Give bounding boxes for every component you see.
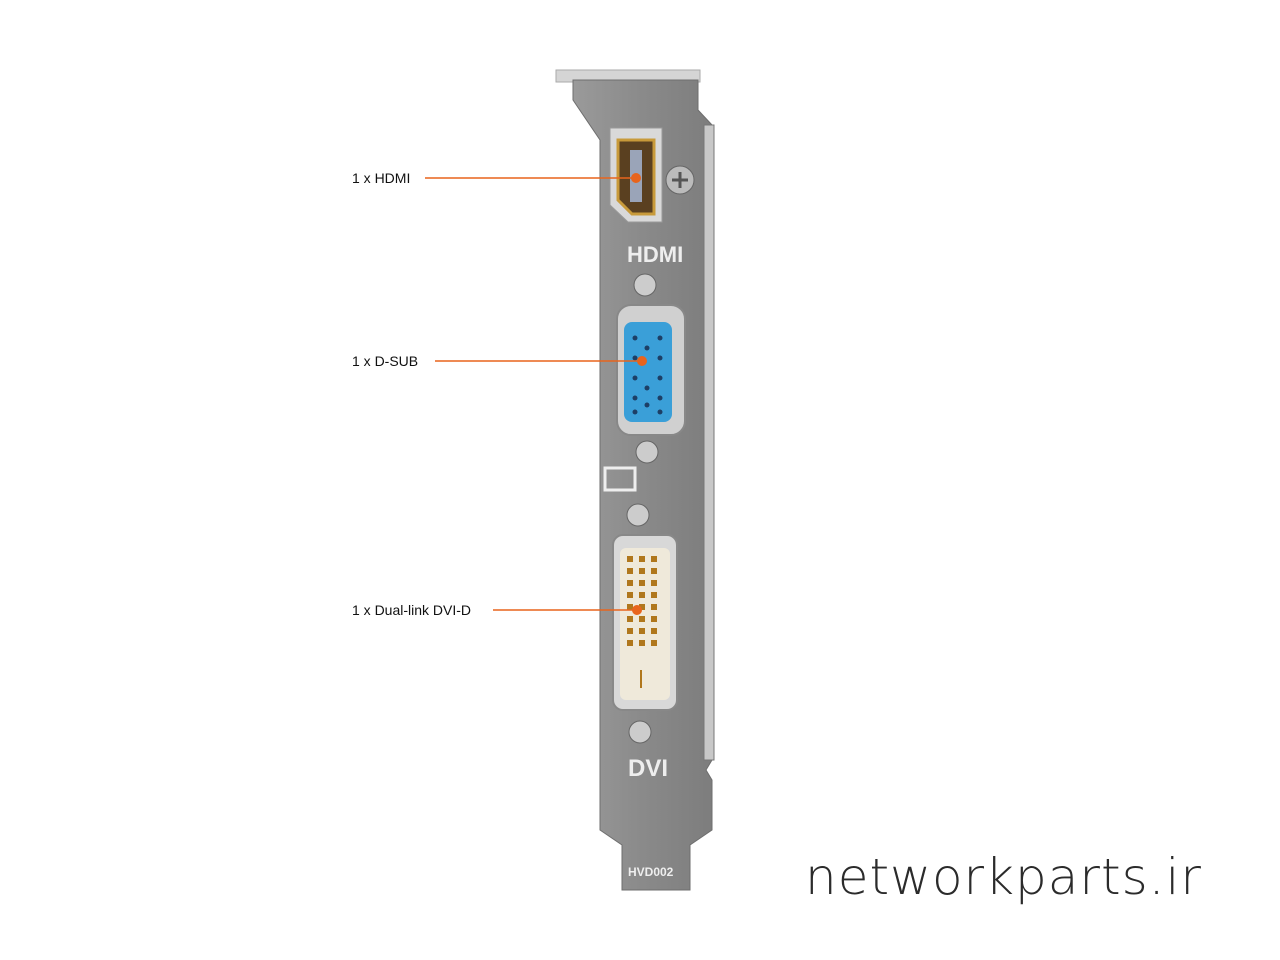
hex-standoff xyxy=(633,273,657,297)
dvi-pin xyxy=(639,556,645,562)
callout-dot-dvi xyxy=(632,605,642,615)
dvi-pin xyxy=(651,556,657,562)
dvi-pin xyxy=(627,640,633,646)
dvi-pin xyxy=(639,580,645,586)
dvi-marking: DVI xyxy=(628,755,668,782)
dvi-pin xyxy=(627,604,633,610)
callout-lines xyxy=(425,177,642,611)
dvi-pin xyxy=(651,592,657,598)
callout-dot-hdmi xyxy=(631,173,641,183)
dvi-pin xyxy=(639,568,645,574)
dvi-pin xyxy=(651,568,657,574)
dvi-pin xyxy=(627,628,633,634)
dvi-pin xyxy=(651,640,657,646)
monitor-symbol-icon xyxy=(603,466,637,492)
dvi-pin xyxy=(639,616,645,622)
part-code: HVD002 xyxy=(628,865,674,879)
dvi-pin xyxy=(627,556,633,562)
screw-icon xyxy=(665,165,695,195)
callout-label-dvi: 1 x Dual-link DVI-D xyxy=(352,602,472,618)
dvi-port xyxy=(612,534,678,711)
bracket-flange xyxy=(555,69,701,83)
watermark: networkparts.ir xyxy=(805,848,1202,906)
dvi-pin xyxy=(627,592,633,598)
dvi-pin xyxy=(651,616,657,622)
callout-dot-dsub xyxy=(637,356,647,366)
dvi-pin xyxy=(639,592,645,598)
hex-standoff xyxy=(626,503,650,527)
dvi-pin xyxy=(651,604,657,610)
dsub-port xyxy=(616,304,686,436)
callout-label-hdmi: 1 x HDMI xyxy=(352,170,411,186)
bracket-rail xyxy=(703,124,715,761)
hex-standoff xyxy=(635,440,659,464)
dvi-pin xyxy=(639,628,645,634)
dvi-pin xyxy=(627,568,633,574)
dvi-pin xyxy=(651,628,657,634)
hdmi-marking: HDMI xyxy=(627,242,683,267)
dvi-pin xyxy=(627,616,633,622)
dvi-pin xyxy=(639,640,645,646)
dvi-pin xyxy=(639,604,645,610)
dvi-pin xyxy=(651,580,657,586)
callout-label-dsub: 1 x D-SUB xyxy=(352,353,419,369)
hex-standoff xyxy=(628,720,652,744)
dvi-pin xyxy=(627,580,633,586)
